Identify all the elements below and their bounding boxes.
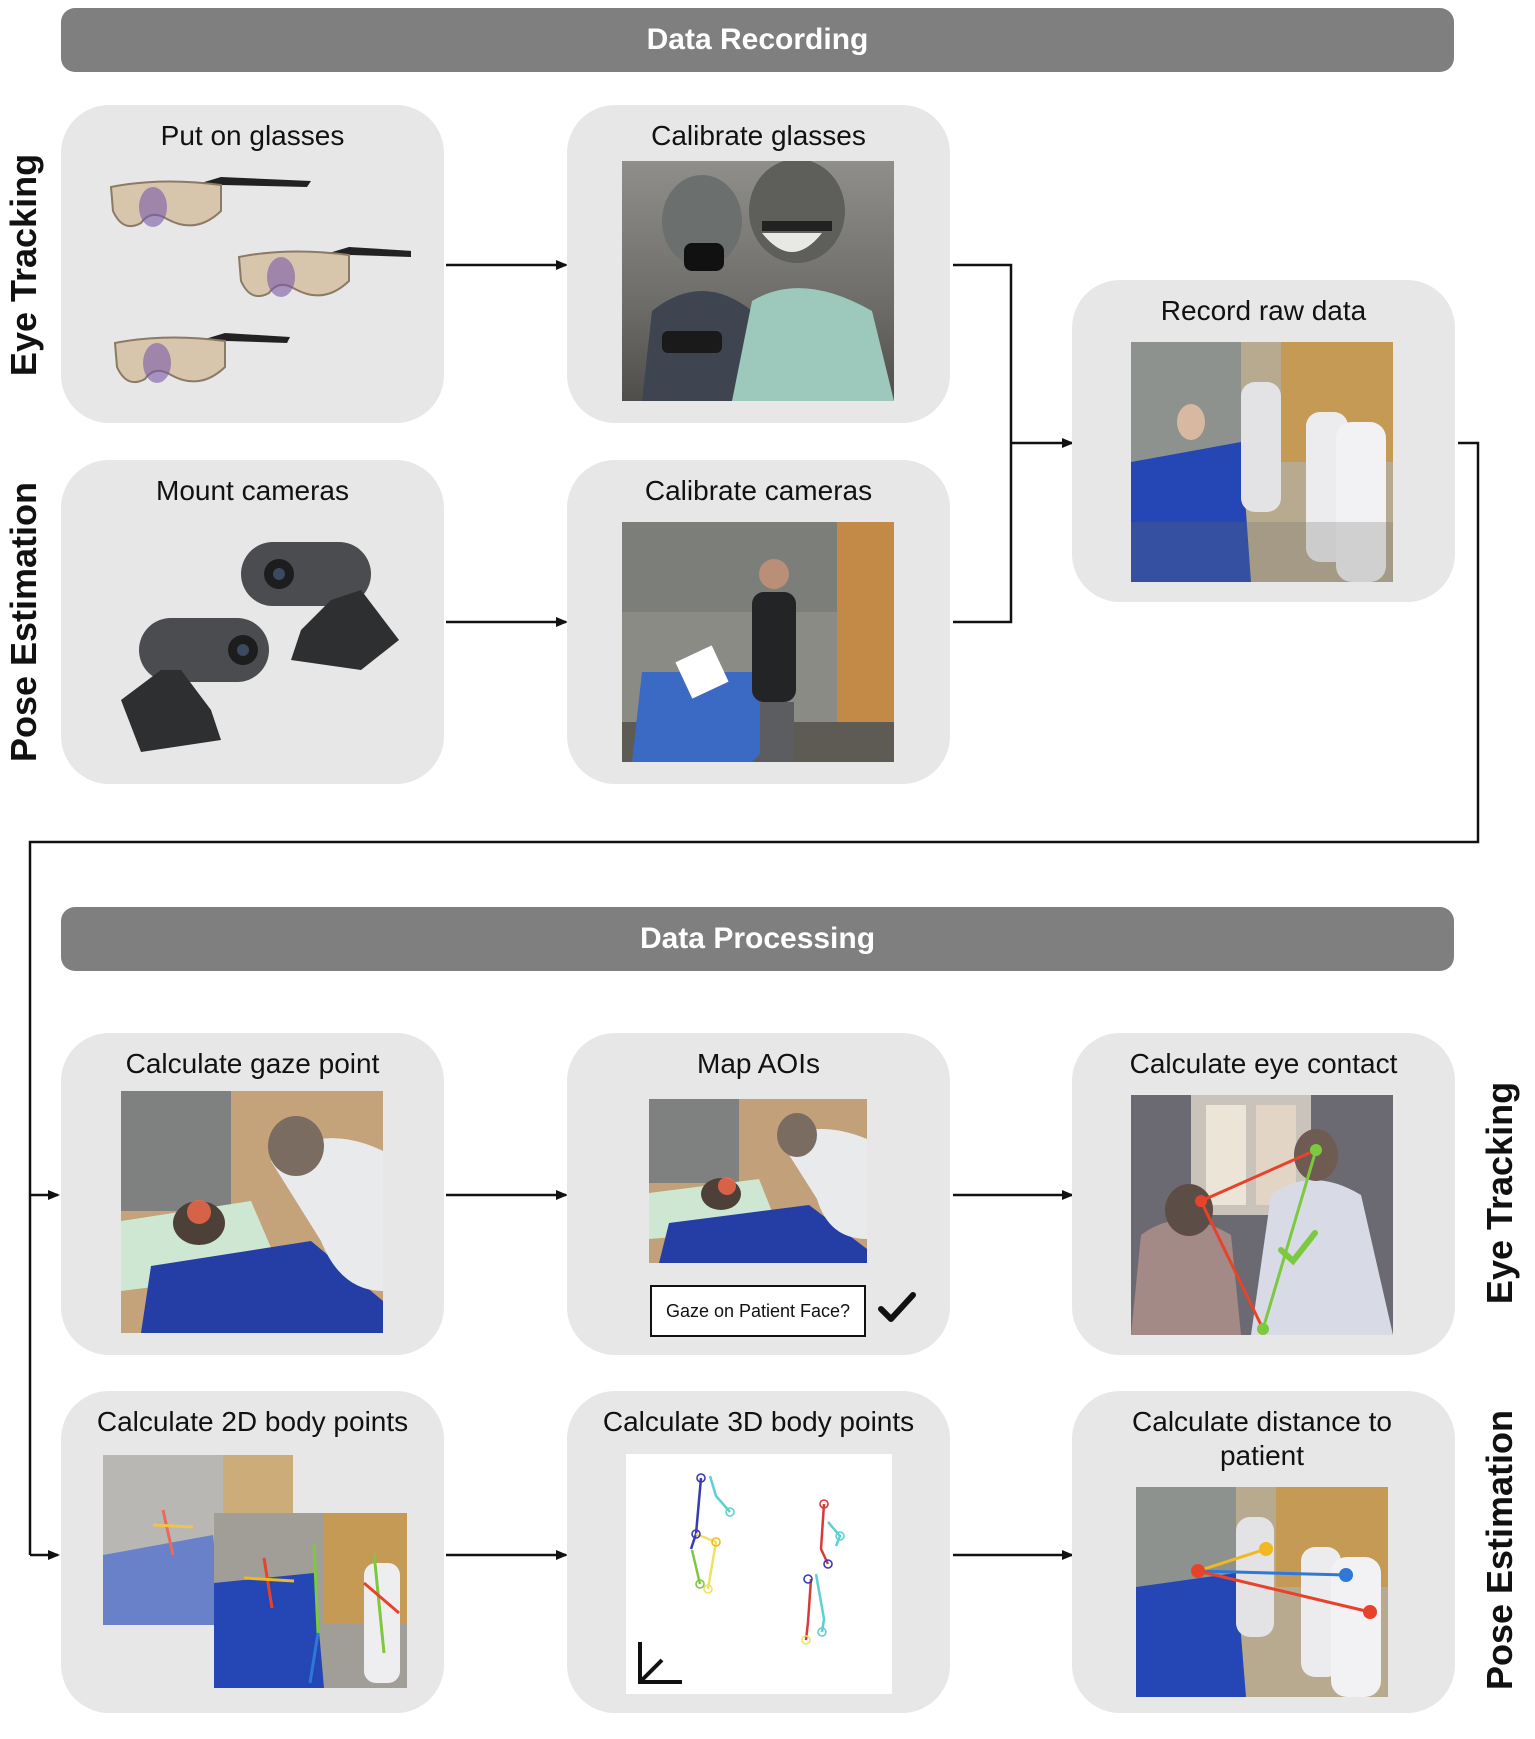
glasses-pair-1: [109, 177, 311, 227]
gaze-dot: [187, 1200, 211, 1224]
calibrate-cameras-photo: [622, 522, 894, 762]
map-aois-photo: [649, 1099, 867, 1263]
gaze-on-patient-face-box: Gaze on Patient Face?: [650, 1285, 866, 1337]
checkmark-icon: [878, 1292, 916, 1322]
2d-body-photo-front: [214, 1513, 407, 1688]
aoi-gaze-dot: [718, 1177, 736, 1195]
card-title: Calculate distance to patient: [1132, 1406, 1392, 1471]
3d-body-plot: [626, 1454, 892, 1694]
card-calculate-distance-to-patient: Calculate distance to patient: [1072, 1391, 1455, 1713]
card-title: Calibrate glasses: [651, 120, 866, 151]
eye-contact-check-icon: [1278, 1230, 1318, 1266]
card-title: Calculate eye contact: [1129, 1048, 1398, 1079]
record-raw-data-photo: [1131, 342, 1393, 582]
webcam-left: [121, 618, 269, 752]
webcams-image: [121, 542, 399, 752]
calibrate-glasses-photo: [622, 161, 894, 401]
card-calculate-2d-body-points: Calculate 2D body points: [61, 1391, 444, 1713]
card-title: Mount cameras: [156, 475, 349, 506]
card-title: Put on glasses: [160, 120, 345, 151]
gaze-point-photo: [121, 1091, 383, 1333]
card-calibrate-glasses: Calibrate glasses: [567, 105, 950, 423]
card-calculate-gaze-point: Calculate gaze point: [61, 1033, 444, 1355]
arrow-calibrations-to-record: [953, 263, 1072, 624]
card-title: Calibrate cameras: [644, 475, 873, 506]
card-title: Calculate 3D body points: [602, 1406, 915, 1437]
data-recording-banner: Data Recording: [61, 8, 1454, 72]
card-record-raw-data: Record raw data: [1072, 280, 1455, 602]
eye-contact-photo: [1131, 1095, 1393, 1335]
card-title: Map AOIs: [697, 1048, 820, 1079]
card-title: Calculate gaze point: [125, 1048, 380, 1079]
arrow-record-to-processing: [28, 441, 1480, 1555]
card-put-on-glasses: Put on glasses: [61, 105, 444, 423]
eye-tracking-glasses-image: [109, 177, 411, 383]
card-mount-cameras: Mount cameras: [61, 460, 444, 784]
webcam-right: [241, 542, 399, 670]
glasses-pair-2: [237, 247, 411, 297]
glasses-pair-3: [113, 333, 290, 383]
axes-gizmo-icon: [638, 1642, 682, 1684]
card-title: Calculate 2D body points: [96, 1406, 409, 1437]
distance-to-patient-photo: [1136, 1487, 1388, 1697]
data-processing-banner: Data Processing: [61, 907, 1454, 971]
card-calculate-eye-contact: Calculate eye contact: [1072, 1033, 1455, 1355]
card-title: Record raw data: [1160, 295, 1367, 326]
card-calculate-3d-body-points: Calculate 3D body points: [567, 1391, 950, 1713]
card-calibrate-cameras: Calibrate cameras: [567, 460, 950, 784]
card-map-aois: Map AOIs Gaze on Patient Face?: [567, 1033, 950, 1355]
